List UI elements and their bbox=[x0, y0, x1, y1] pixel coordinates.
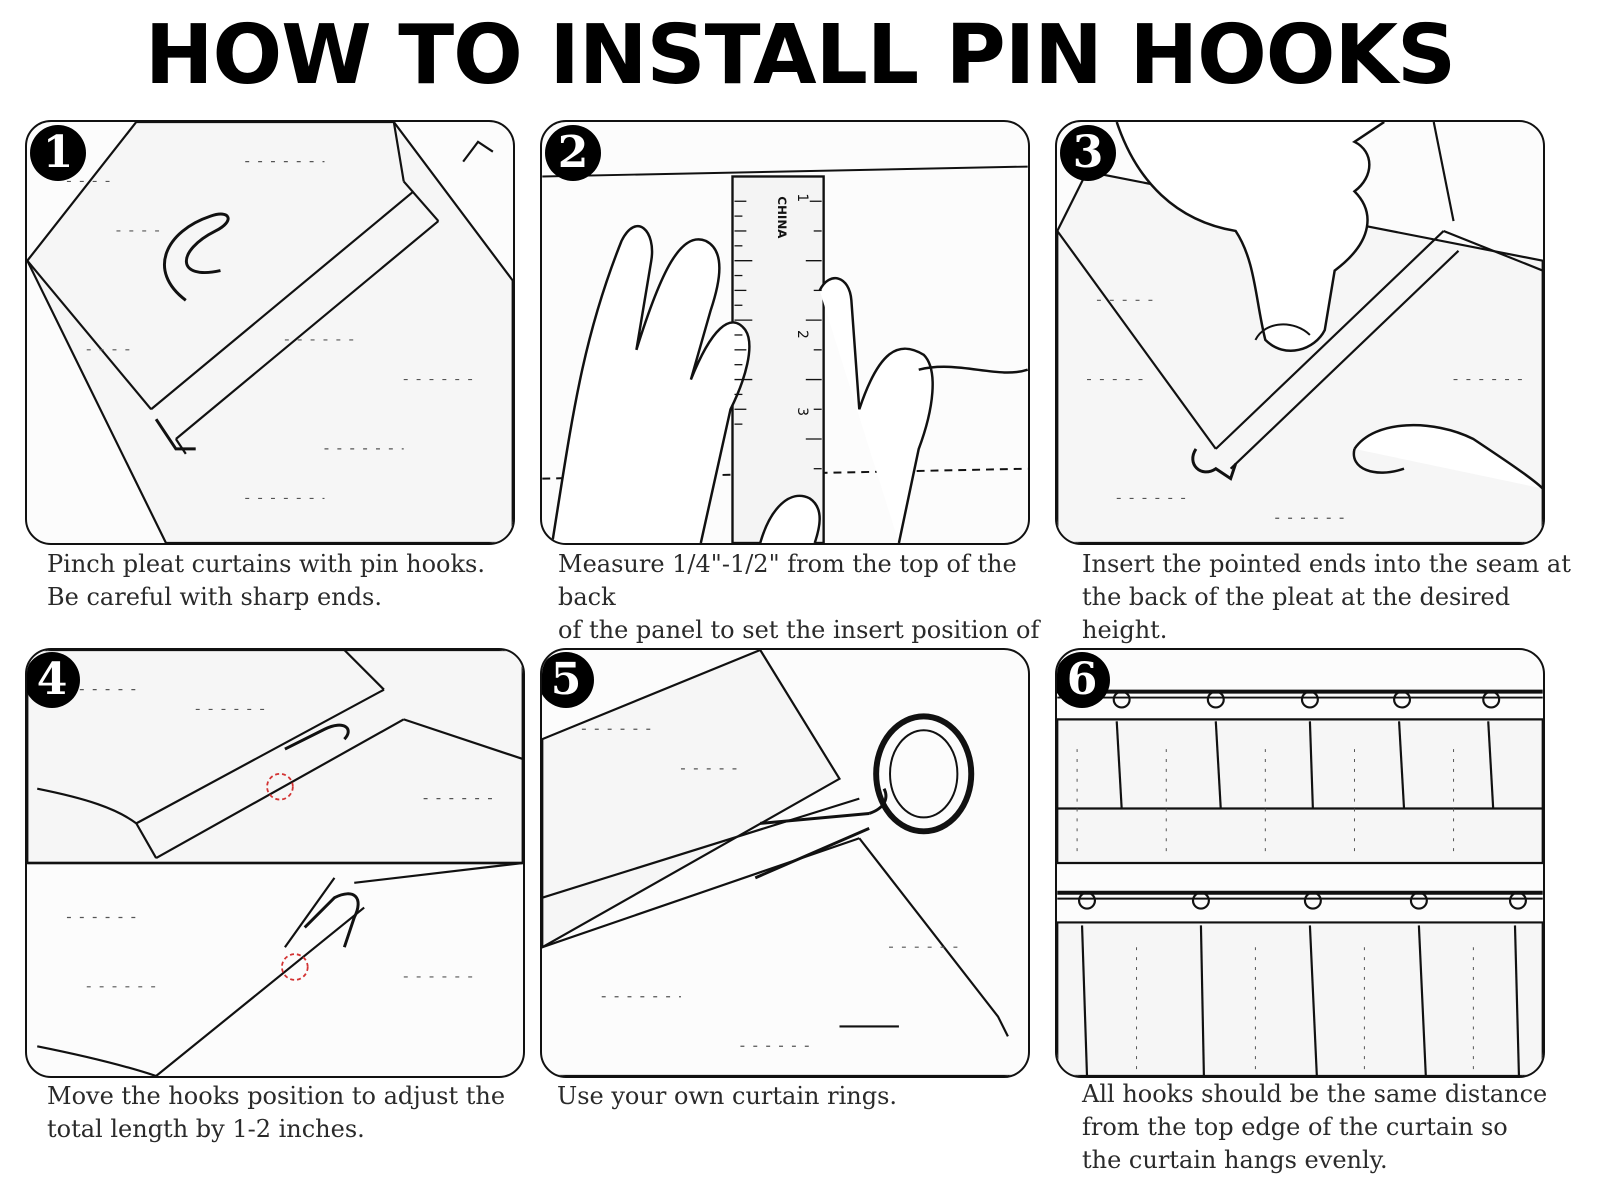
step-5-illustration: 5 bbox=[540, 648, 1030, 1078]
step-4-caption: Move the hooks position to adjust the to… bbox=[47, 1082, 506, 1143]
adjust-hook-image bbox=[27, 650, 523, 1076]
step-3-illustration: 3 bbox=[1055, 120, 1545, 545]
step-4-badge: 4 bbox=[27, 652, 80, 708]
curtain-ring-image bbox=[542, 650, 1028, 1076]
ruler-number-2: 2 bbox=[794, 330, 810, 339]
hanging-curtains-image bbox=[1057, 689, 1543, 1076]
hook-point-marker-icon bbox=[266, 772, 294, 801]
step-5-caption: Use your own curtain rings. bbox=[557, 1082, 898, 1110]
curtain-pleat-image bbox=[27, 122, 513, 543]
ruler-number-1: 1 bbox=[794, 193, 810, 202]
ruler-label: CHINA bbox=[775, 196, 789, 239]
step-3-badge: 3 bbox=[1060, 125, 1116, 181]
insert-hook-image bbox=[1057, 122, 1543, 543]
step-5-badge: 5 bbox=[542, 652, 594, 708]
step-6-caption: All hooks should be the same distance fr… bbox=[1082, 1080, 1548, 1174]
step-2-badge: 2 bbox=[545, 125, 601, 181]
step-4-illustration: 4 bbox=[25, 648, 525, 1078]
step-2-illustration: CHINA 1 2 3 2 bbox=[540, 120, 1030, 545]
page-title: HOW TO INSTALL PIN HOOKS bbox=[144, 8, 1456, 103]
step-1-illustration: 1 bbox=[25, 120, 515, 545]
ruler-number-3: 3 bbox=[794, 407, 810, 416]
step-2-caption: Measure 1/4"-1/2" from the top of the ba… bbox=[558, 550, 1040, 677]
step-6-badge: 6 bbox=[1057, 652, 1110, 708]
ruler-measure-image: CHINA 1 2 3 bbox=[542, 165, 1028, 543]
step-3-caption: Insert the pointed ends into the seam at… bbox=[1082, 550, 1571, 644]
step-6-illustration: 6 bbox=[1055, 648, 1545, 1078]
hook-point-marker-icon bbox=[281, 953, 309, 981]
step-1-badge: 1 bbox=[30, 125, 86, 181]
step-1-caption: Pinch pleat curtains with pin hooks. Be … bbox=[47, 550, 485, 611]
